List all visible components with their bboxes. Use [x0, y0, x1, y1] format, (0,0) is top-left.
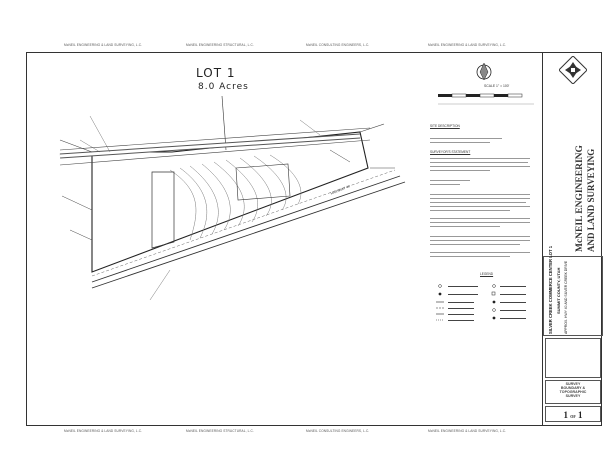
notes-heading-2: SURVEYOR'S STATEMENT: [430, 150, 471, 154]
notes-text: [430, 226, 500, 228]
watermark-bottom-1: McNEIL ENGINEERING & LAND SURVEYING, L.C…: [64, 429, 143, 433]
drawing-border: [26, 52, 602, 426]
project-location: APPROX. HWY 40 AND SILVER CREEK DRIVE: [564, 260, 568, 334]
sheet-title-2: BOUNDARY &: [560, 386, 586, 390]
notes-text: [430, 142, 490, 144]
notes-text: [430, 166, 530, 168]
notes-text: [430, 184, 460, 186]
legend-heading: LEGEND: [480, 272, 494, 276]
watermark-top-1: McNEIL ENGINEERING & LAND SURVEYING, L.C…: [64, 43, 143, 47]
notes-text: [430, 236, 530, 238]
notes-text: [430, 222, 530, 224]
firm-name-2: AND LAND SURVEYING: [586, 148, 596, 252]
scale-bar: [438, 93, 523, 98]
sheet-title-cell: SURVEY BOUNDARY & TOPOGRAPHIC SURVEY: [545, 380, 601, 404]
sheet-total: 1: [578, 410, 583, 420]
sheet-title-4: SURVEY: [565, 394, 581, 398]
notes-text: [430, 194, 530, 196]
watermark-top-4: McNEIL ENGINEERING & LAND SURVEYING, L.C…: [428, 43, 507, 47]
legend-entry: [500, 310, 526, 311]
notes-text: [430, 240, 530, 242]
legend-entry: [448, 294, 478, 295]
notes-text: [430, 198, 530, 200]
legend-entry: [448, 286, 478, 287]
project-cell: [543, 256, 603, 336]
project-county: SUMMIT COUNTY, UTAH: [556, 267, 561, 314]
legend-entry: [448, 302, 474, 303]
notes-text: [430, 158, 530, 160]
north-arrow-icon: [476, 62, 492, 81]
scale-text: SCALE 1" = 100': [484, 84, 510, 88]
notes-text: [430, 206, 530, 208]
sheet-title-1: SURVEY: [565, 382, 581, 386]
notes-heading-1: SITE DESCRIPTION: [430, 124, 460, 128]
handwritten-lot-label: LOT 1: [196, 66, 236, 80]
project-title: SILVER CREEK COMMERCE CENTER LOT 1: [548, 245, 553, 334]
watermark-top-3: McNEIL CONSULTING ENGINEERS, L.C.: [306, 43, 370, 47]
watermark-bottom-4: McNEIL ENGINEERING & LAND SURVEYING, L.C…: [428, 429, 507, 433]
watermark-top-2: McNEIL ENGINEERING STRUCTURAL, L.C.: [186, 43, 254, 47]
firm-logo-icon: [559, 56, 587, 84]
notes-text: [430, 210, 510, 212]
notes-text: [430, 256, 510, 258]
title-block: McNEIL ENGINEERING AND LAND SURVEYING SI…: [542, 52, 603, 426]
legend-entry: [500, 294, 526, 295]
handwritten-acres-label: 8.0 Acres: [198, 82, 249, 92]
sheet-number: 1: [563, 410, 568, 420]
sheet-of: OF: [570, 414, 576, 419]
notes-text: [430, 170, 490, 172]
watermark-bottom-3: McNEIL CONSULTING ENGINEERS, L.C.: [306, 429, 370, 433]
legend-entry: [448, 320, 474, 321]
legend-entry: [500, 286, 526, 287]
notes-text: [430, 218, 530, 220]
legend-entry: [448, 314, 474, 315]
legend-symbols: [436, 284, 496, 321]
sheet-number-cell: 1 OF 1: [545, 406, 601, 422]
notes-text: [430, 202, 526, 204]
revision-table: [545, 338, 601, 378]
notes-text: [430, 252, 530, 254]
legend-entry: [500, 318, 526, 319]
notes-text: [430, 244, 520, 246]
notes-text: [430, 138, 502, 140]
sheet-title-3: TOPOGRAPHIC: [559, 390, 587, 394]
notes-text: [430, 162, 528, 164]
watermark-bottom-2: McNEIL ENGINEERING STRUCTURAL, L.C.: [186, 429, 254, 433]
legend-entry: [500, 302, 526, 303]
firm-name-1: McNEIL ENGINEERING: [575, 145, 585, 252]
notes-text: [430, 180, 470, 182]
legend-entry: [448, 308, 474, 309]
